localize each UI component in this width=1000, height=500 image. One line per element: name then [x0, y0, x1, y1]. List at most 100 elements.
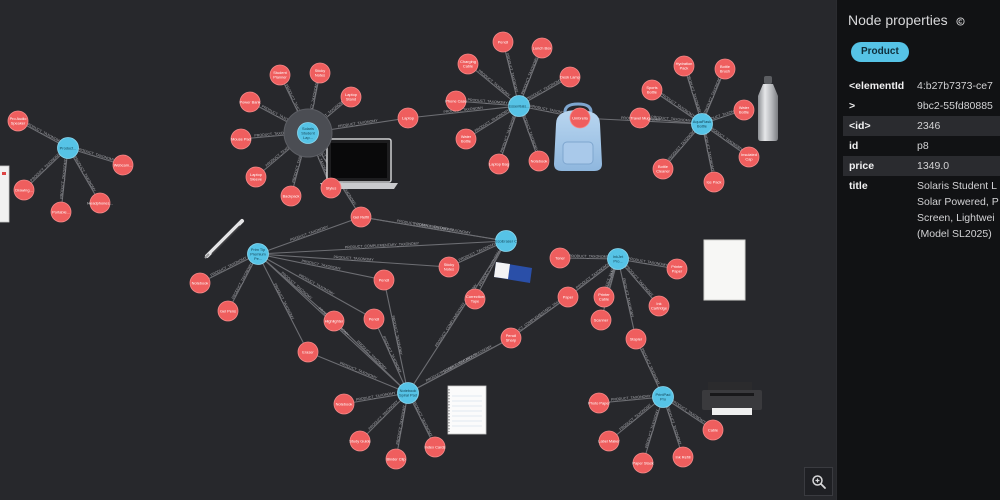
product-node[interactable]: Notebook: [528, 150, 550, 172]
relationship-edge[interactable]: [360, 216, 507, 242]
product-node[interactable]: Drawing...: [13, 179, 35, 201]
relationship-edge[interactable]: [257, 253, 375, 320]
product-node[interactable]: Pencil: [492, 31, 514, 53]
relationship-edge[interactable]: [407, 337, 512, 394]
relationship-edge[interactable]: [407, 105, 520, 119]
node-label-chip[interactable]: Product: [851, 42, 909, 62]
product-node[interactable]: Photo Paper: [588, 392, 611, 414]
backpack-image[interactable]: [554, 102, 602, 171]
product-node[interactable]: Laptop: [397, 107, 419, 129]
product-node[interactable]: Binder Clip: [385, 448, 407, 470]
product-node[interactable]: Webcam...: [112, 154, 134, 176]
laptop-image[interactable]: [320, 138, 398, 189]
product-node[interactable]: Ice Pack: [703, 171, 725, 193]
product-node[interactable]: Index Cards: [425, 436, 446, 458]
relationship-edge[interactable]: [257, 216, 362, 255]
relationship-edge[interactable]: [257, 253, 385, 281]
product-node[interactable]: Pencil: [363, 308, 385, 330]
product-node[interactable]: Lunch Box: [531, 37, 553, 59]
graph-svg[interactable]: PRODUCT_TAXONOMYPRODUCT_TAXONOMYPRODUCT_…: [0, 0, 836, 500]
relationship-edge[interactable]: [395, 392, 409, 460]
relationship-edge[interactable]: [474, 240, 507, 300]
product-node[interactable]: Notebook: [333, 393, 355, 415]
product-node[interactable]: Paper: [557, 286, 579, 308]
relationship-edge[interactable]: [359, 392, 409, 442]
product-node[interactable]: Toner: [549, 247, 571, 269]
stylus-pen-image[interactable]: [204, 219, 244, 259]
product-node[interactable]: Desk Lamp: [559, 66, 581, 88]
product-node[interactable]: Notebook: [189, 272, 211, 294]
product-node[interactable]: Eraser: [297, 341, 319, 363]
product-node[interactable]: Pencil: [373, 269, 395, 291]
document-image[interactable]: [0, 165, 10, 223]
relationship-edge[interactable]: [373, 318, 409, 394]
product-node[interactable]: Paper Stack: [632, 452, 654, 474]
product-node[interactable]: Stylus: [320, 177, 342, 199]
product-node[interactable]: Travel Mug: [629, 107, 651, 129]
product-node[interactable]: Portable...: [50, 201, 72, 223]
product-node[interactable]: Ink Refill: [672, 446, 694, 468]
product-node[interactable]: Stapler: [625, 328, 647, 350]
category-node[interactable]: Essentials...: [508, 95, 530, 117]
product-node[interactable]: Headphones...: [87, 192, 113, 214]
product-node[interactable]: Backpack: [280, 185, 302, 207]
product-node[interactable]: Highlighter: [323, 310, 345, 332]
notebook-image[interactable]: [447, 385, 487, 435]
notepad-image[interactable]: [703, 239, 746, 301]
relationship-edge[interactable]: [257, 253, 309, 353]
product-node[interactable]: Label Maker: [598, 430, 620, 452]
relationship-edge[interactable]: [467, 63, 520, 107]
product-node[interactable]: Laptop Bag: [488, 153, 510, 175]
relationship-edge[interactable]: [617, 258, 637, 340]
water-bottle-image[interactable]: [758, 76, 778, 141]
zoom-in-button[interactable]: [804, 467, 833, 496]
product-node[interactable]: Umbrella: [569, 107, 591, 129]
relationship-edge[interactable]: [383, 279, 409, 394]
product-node[interactable]: Cable: [702, 419, 724, 441]
product-node[interactable]: Gel Refill: [350, 206, 372, 228]
relationship-edge[interactable]: [407, 240, 507, 394]
category-node[interactable]: Product...: [57, 137, 79, 159]
relationship-edge[interactable]: [502, 41, 520, 107]
relationship-edge[interactable]: [608, 396, 664, 442]
product-node[interactable]: Gel Pens: [217, 300, 239, 322]
relationship-edge[interactable]: [642, 396, 664, 464]
product-node[interactable]: Mouse Pad: [230, 128, 252, 150]
product-node[interactable]: Phone Case: [445, 90, 467, 112]
copy-icon[interactable]: [955, 17, 965, 26]
category-node[interactable]: EcoEraser C: [495, 230, 517, 252]
relationship-edge[interactable]: [257, 253, 450, 268]
eraser-image[interactable]: [494, 262, 532, 283]
relationship-edge[interactable]: [257, 240, 507, 255]
relationship-edge[interactable]: [307, 351, 409, 394]
product-node[interactable]: Power Bank: [240, 91, 261, 113]
relationship-edge[interactable]: [510, 296, 569, 339]
product-node[interactable]: Study Guide: [349, 430, 371, 452]
